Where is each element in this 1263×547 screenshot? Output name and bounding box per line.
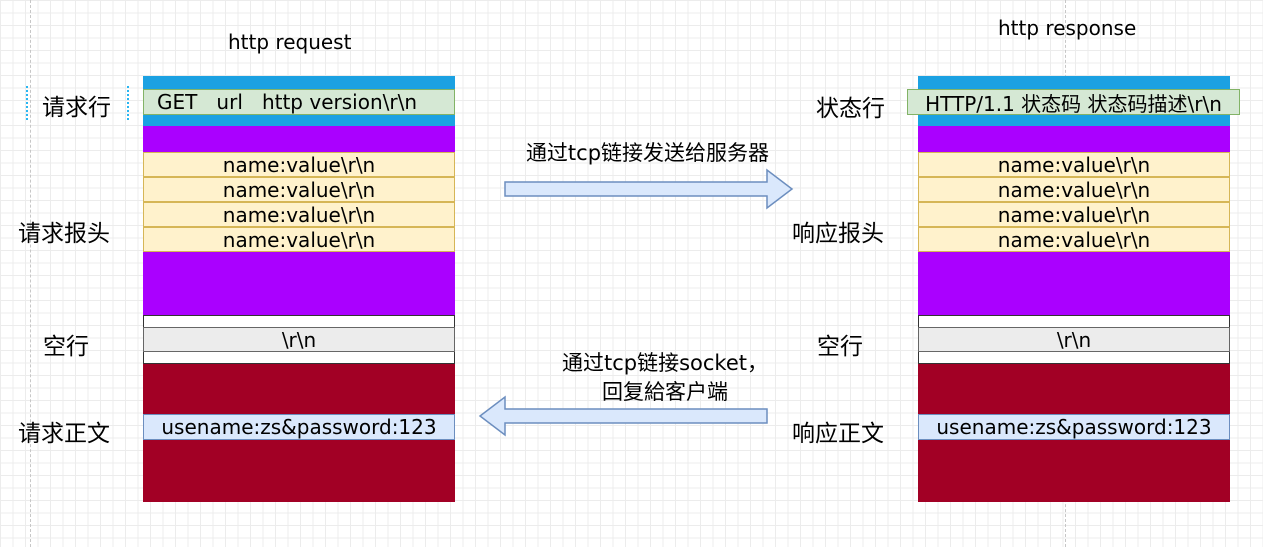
- response-blank-label: 空行: [817, 334, 863, 360]
- request-headers-label: 请求报头: [18, 221, 110, 247]
- request-header-row: name:value\r\n: [143, 202, 455, 227]
- response-header-row: name:value\r\n: [918, 227, 1230, 252]
- response-headers-top-band: [918, 126, 1230, 152]
- response-header-row: name:value\r\n: [918, 177, 1230, 202]
- response-body-box: usename:zs&password:123: [918, 414, 1230, 440]
- request-blank-label: 空行: [43, 334, 89, 360]
- request-title: http request: [228, 30, 352, 54]
- request-line-box: GET url http version\r\n: [143, 89, 455, 115]
- request-header-row: name:value\r\n: [143, 227, 455, 252]
- response-header-row: name:value\r\n: [918, 152, 1230, 177]
- send-arrow: [504, 168, 794, 210]
- response-headers-bottom-band: [918, 252, 1230, 315]
- reply-caption-line-2: 回复給客户端: [602, 380, 728, 404]
- response-header-row: name:value\r\n: [918, 202, 1230, 227]
- response-blank-row: \r\n: [918, 327, 1230, 352]
- response-title: http response: [998, 16, 1137, 40]
- selection-handle[interactable]: [26, 86, 32, 120]
- response-line-label: 状态行: [816, 96, 885, 122]
- guide-line: [30, 0, 31, 547]
- request-blank-row: \r\n: [143, 327, 455, 352]
- request-header-row: name:value\r\n: [143, 152, 455, 177]
- reply-caption-line-1: 通过tcp链接socket，: [561, 351, 768, 375]
- send-caption: 通过tcp链接发送给服务器: [525, 141, 770, 165]
- reply-arrow: [478, 395, 768, 437]
- response-headers-label: 响应报头: [792, 221, 884, 247]
- request-header-row: name:value\r\n: [143, 177, 455, 202]
- request-headers-bottom-band: [143, 252, 455, 315]
- status-line-box: HTTP/1.1 状态码 状态码描述\r\n: [907, 89, 1240, 116]
- request-headers-top-band: [143, 126, 455, 152]
- request-body-label: 请求正文: [18, 421, 110, 447]
- selection-handle[interactable]: [127, 86, 133, 120]
- response-body-label: 响应正文: [792, 421, 884, 447]
- request-body-box: usename:zs&password:123: [143, 414, 455, 440]
- request-line-label: 请求行: [42, 95, 111, 121]
